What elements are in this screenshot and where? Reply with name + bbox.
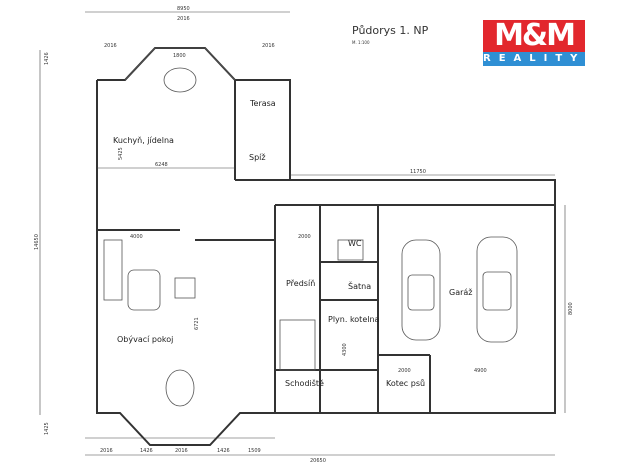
- logo-reality: REALITY: [483, 52, 586, 66]
- plan-title: Půdorys 1. NP: [352, 24, 429, 37]
- dim-top-left: 2016: [104, 43, 117, 49]
- logo-mm: M&M: [483, 20, 585, 52]
- dim-top-total: 8950: [177, 6, 190, 12]
- dim-top-window: 1800: [173, 53, 186, 59]
- dim-total-width: 20650: [310, 458, 326, 464]
- room-garage: Garáž: [449, 288, 473, 297]
- room-wc: WC: [348, 239, 362, 248]
- dim-bottom-3: 2016: [175, 448, 188, 454]
- plan-scale: M. 1:100: [352, 40, 370, 45]
- dimension-lines: [39, 11, 566, 456]
- dim-bay-bottom: 1425: [44, 422, 50, 435]
- room-terrace: Terasa: [249, 99, 276, 108]
- dim-boiler-depth: 4300: [342, 343, 348, 356]
- furniture: [103, 67, 364, 407]
- dim-bottom-4: 1426: [217, 448, 230, 454]
- dim-garage-width: 11750: [410, 169, 426, 175]
- car-right-icon: [476, 236, 518, 343]
- dim-living-depth: 6721: [194, 317, 200, 330]
- room-wardrobe: Šatna: [348, 280, 371, 291]
- room-living: Obývací pokoj: [117, 335, 173, 344]
- dim-kitchen-width: 6248: [155, 162, 168, 168]
- dim-bottom-5: 1509: [248, 448, 261, 454]
- dim-top-bay: 2016: [177, 16, 190, 22]
- dim-top-right: 2016: [262, 43, 275, 49]
- walls: [96, 47, 556, 446]
- dim-total-depth: 14650: [34, 234, 40, 250]
- dim-bottom-2: 1426: [140, 448, 153, 454]
- room-kitchen: Kuchyň, jídelna: [113, 135, 174, 145]
- company-logo: M&M REALITY: [483, 20, 585, 66]
- room-boiler: Plyn. kotelna: [328, 315, 380, 324]
- dim-garage-inner: 4900: [474, 368, 487, 374]
- room-kennel: Kotec psů: [386, 378, 425, 388]
- dim-kennel-width: 2000: [398, 368, 411, 374]
- room-pantry: Spíž: [249, 153, 266, 162]
- dim-living-width: 4000: [130, 234, 143, 240]
- room-stairs: Schodiště: [285, 378, 324, 388]
- car-left-icon: [401, 239, 441, 341]
- dim-bay-top: 1426: [44, 52, 50, 65]
- dim-hall-width: 2000: [298, 234, 311, 240]
- dim-kitchen-depth: 5425: [118, 147, 124, 160]
- dim-bottom-1: 2016: [100, 448, 113, 454]
- room-hall: Předsíň: [286, 278, 315, 288]
- dim-garage-depth: 8000: [568, 302, 574, 315]
